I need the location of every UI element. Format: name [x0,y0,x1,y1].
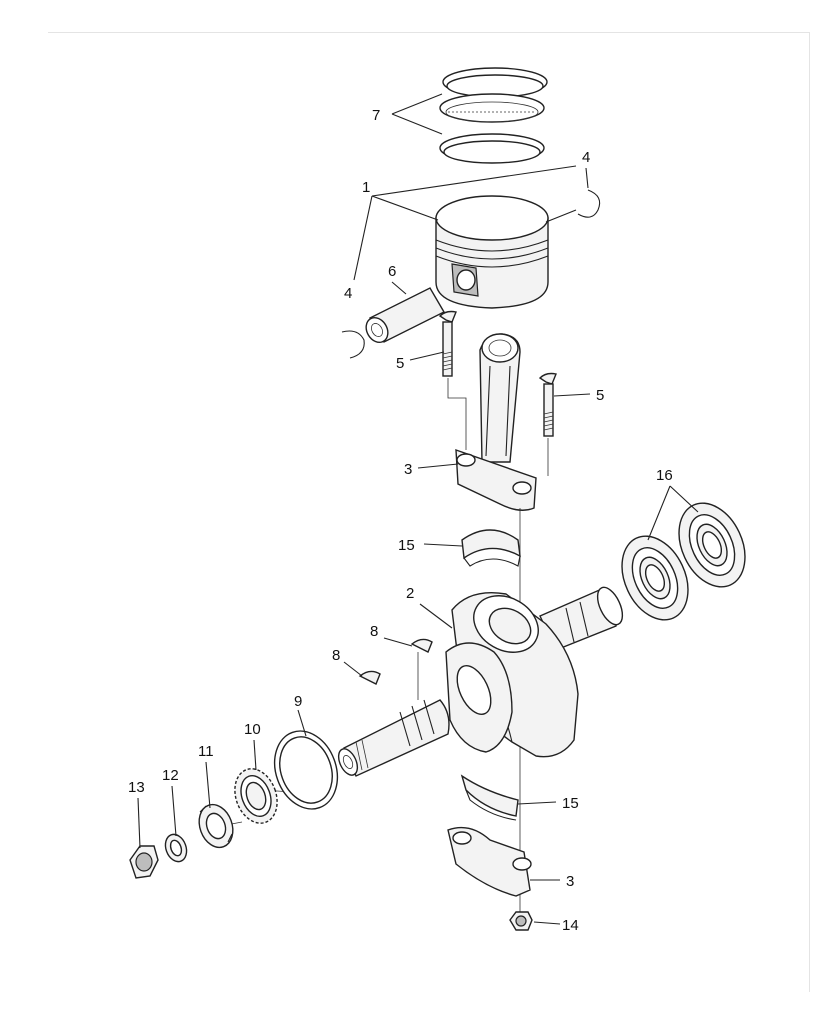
connecting-rod-cap[interactable] [447,826,532,897]
callout-15-lower: 15 [562,795,579,812]
callout-8-upper: 8 [370,623,378,640]
gear[interactable] [228,763,285,829]
hex-nut[interactable] [129,845,159,879]
frame-right-border [809,32,810,992]
callout-1: 1 [362,179,370,196]
callout-11: 11 [198,743,214,760]
callout-9: 9 [294,693,302,710]
callout-3-lower: 3 [566,873,574,890]
piston-pin[interactable] [362,287,445,346]
frame-top-border [48,32,810,33]
bolt-right[interactable] [538,372,557,437]
callout-14: 14 [562,917,579,934]
callout-12: 12 [162,767,179,784]
cap-nut[interactable] [509,911,533,931]
crankshaft[interactable] [335,584,628,778]
callout-3-upper: 3 [404,461,412,478]
callout-16: 16 [656,467,673,484]
o-ring[interactable] [264,722,348,818]
woodruff-key-lower[interactable] [358,670,381,685]
ball-bearing-rear[interactable] [666,492,758,597]
callout-6: 6 [388,263,396,280]
piston-rings[interactable] [439,67,548,164]
callout-5-right: 5 [596,387,604,404]
callout-5-left: 5 [396,355,404,372]
connecting-rod[interactable] [455,333,537,511]
piston[interactable] [435,195,549,309]
woodruff-key-upper[interactable] [410,638,433,653]
leader-lines [137,93,699,925]
callout-8-lower: 8 [332,647,340,664]
bolt-left[interactable] [438,310,457,377]
callout-15-upper: 15 [398,537,415,554]
callout-10: 10 [244,721,261,738]
callout-4-right: 4 [582,149,590,166]
ball-bearing-front[interactable] [609,525,701,630]
callout-labels: 7 4 1 6 4 5 5 3 16 15 2 8 8 9 10 11 12 1… [128,107,673,934]
bearing-shell-upper[interactable] [461,529,521,567]
callout-2: 2 [406,585,414,602]
lock-nut[interactable] [193,800,238,852]
circlip-left[interactable] [341,330,365,359]
washer[interactable] [162,831,190,864]
bearing-shell-lower[interactable] [460,774,519,821]
circlip-right[interactable] [577,189,601,218]
callout-4-left: 4 [344,285,352,302]
callout-13: 13 [128,779,145,796]
callout-7: 7 [372,107,380,124]
